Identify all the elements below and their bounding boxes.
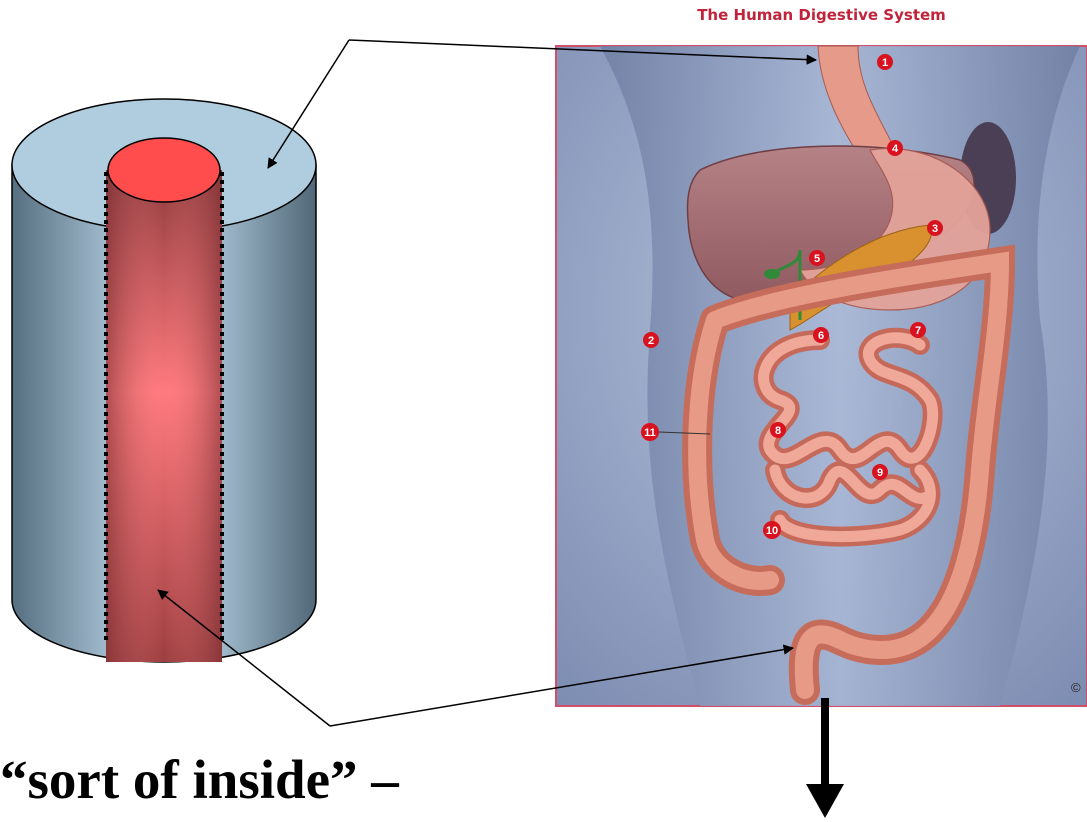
callout-9: 9	[872, 464, 888, 480]
svg-text:8: 8	[775, 425, 781, 437]
digestive-illustration: 1 4 3 5 2 6 7 11 8 9 10 ©	[556, 46, 1087, 706]
copyright-symbol: ©	[1071, 680, 1081, 695]
illustration-title: The Human Digestive System	[556, 6, 1087, 24]
callout-11: 11	[641, 423, 659, 441]
callout-3: 3	[927, 220, 943, 236]
svg-text:5: 5	[814, 253, 820, 265]
callout-10: 10	[763, 521, 781, 539]
exit-arrow-head	[806, 784, 844, 818]
caption-text: “sort of inside” –	[0, 752, 399, 807]
callout-1: 1	[877, 54, 893, 70]
svg-text:3: 3	[932, 223, 938, 235]
callout-5: 5	[809, 250, 825, 266]
tube-opening	[108, 138, 220, 202]
callout-8: 8	[770, 422, 786, 438]
callout-6: 6	[813, 327, 829, 343]
svg-text:7: 7	[915, 325, 921, 337]
callout-4: 4	[887, 140, 903, 156]
svg-text:6: 6	[818, 330, 824, 342]
svg-text:9: 9	[877, 467, 883, 479]
callout-7: 7	[910, 322, 926, 338]
svg-text:4: 4	[892, 143, 899, 155]
callout-2: 2	[643, 332, 659, 348]
svg-text:1: 1	[882, 57, 888, 69]
svg-text:2: 2	[648, 335, 654, 347]
svg-text:11: 11	[644, 427, 656, 439]
cylinder-model	[12, 99, 316, 662]
svg-text:10: 10	[766, 525, 778, 537]
